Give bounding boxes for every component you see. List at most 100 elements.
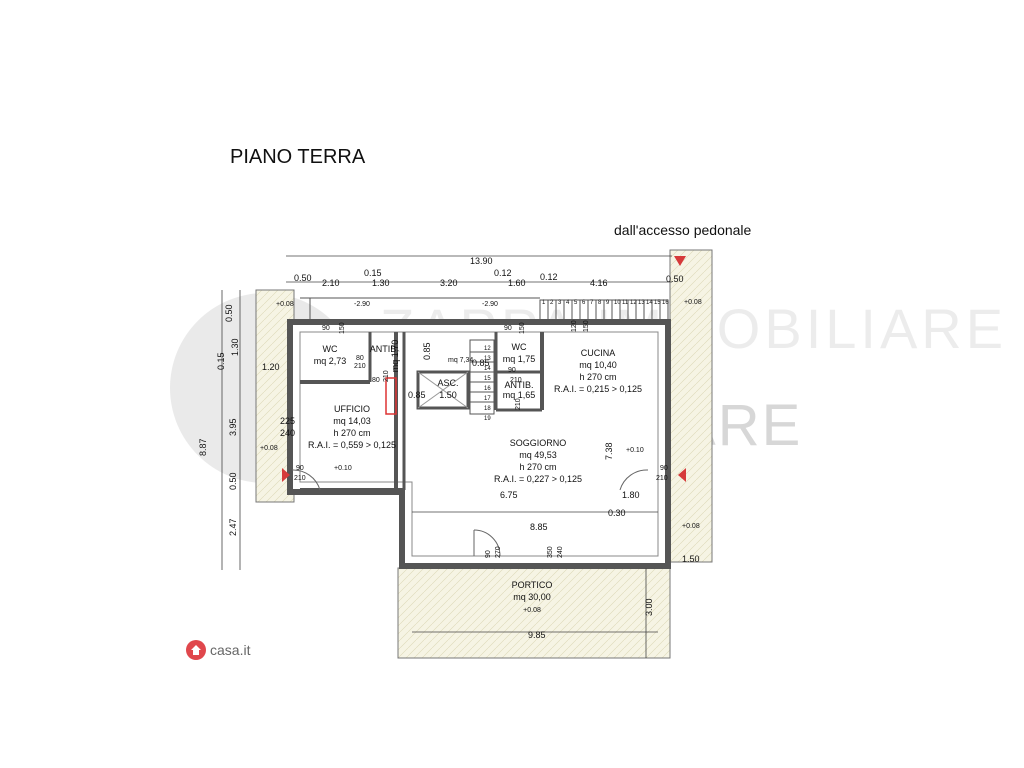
opening-11: 225 (280, 416, 295, 426)
room-ufficio-height: h 270 cm (333, 428, 370, 438)
stair-num: 19 (484, 416, 491, 422)
room-antib1-name: ANTIB (370, 344, 397, 354)
room-soggiorno-height: h 270 cm (519, 462, 556, 472)
room-antib2-name: ANTIB. (504, 380, 533, 390)
room-soggiorno-rai: R.A.I. = 0,227 > 0,125 (494, 474, 582, 484)
stair-num: 13 (484, 356, 491, 362)
room-soggiorno-area: mq 49,53 (519, 450, 557, 460)
level-5: +0.10 (334, 465, 352, 472)
dim-misc-0: 1.20 (262, 362, 280, 372)
casa-it-logo: casa.it (186, 640, 250, 660)
opening-4: 80 (356, 355, 364, 362)
room-cucina-area: mq 10,40 (579, 360, 617, 370)
dim-misc-7: 9.85 (528, 630, 546, 640)
room-ufficio-area: mq 14,03 (333, 416, 371, 426)
room-ufficio-rai: R.A.I. = 0,559 > 0,125 (308, 440, 396, 450)
dim-top-5: 0.12 (494, 268, 512, 278)
dim-misc-10: 0.85 (408, 390, 426, 400)
opening-3: 150 (519, 322, 526, 334)
access-label: dall'accesso pedonale (614, 222, 752, 238)
level-4: +0.08 (260, 445, 278, 452)
dim-misc-2: 8.85 (530, 522, 548, 532)
dim-left-2: 0.15 (216, 352, 226, 370)
dim-top-3: 1.30 (372, 278, 390, 288)
dim-left-0: 0.50 (224, 304, 234, 322)
stair-num: 11 (622, 300, 629, 306)
opening-20: 240 (557, 546, 564, 558)
opening-9: 90 (296, 465, 304, 472)
stair-num: 17 (484, 396, 491, 402)
stair-num: 16 (662, 300, 669, 306)
dim-misc-11: 0.85 (472, 358, 490, 368)
stair-num: 10 (614, 300, 621, 306)
room-asc-name: ASC. (437, 378, 458, 388)
opening-16: 210 (510, 377, 522, 384)
dim-left-6: 2.47 (228, 518, 238, 536)
stair-num: 12 (484, 346, 491, 352)
opening-19: 350 (547, 546, 554, 558)
dim-top-6: 1.60 (508, 278, 526, 288)
opening-7: 210 (383, 370, 390, 382)
room-portico-name: PORTICO (512, 580, 553, 590)
room-wc2-name: WC (512, 342, 527, 352)
dim-left-3: 3.95 (228, 418, 238, 436)
room-wc2-area: mq 1,75 (503, 354, 536, 364)
opening-12: 240 (280, 428, 295, 438)
door-swings (291, 469, 649, 557)
dimension-lines (221, 255, 672, 658)
opening-15: 90 (508, 367, 516, 374)
stair-num: 5 (574, 300, 578, 306)
opening-0: 90 (322, 325, 330, 332)
opening-13: 90 (660, 465, 668, 472)
level-0: +0.08 (276, 301, 294, 308)
opening-2: 90 (504, 325, 512, 332)
level-markers: +0.08 -2.90 -2.90 +0.08 +0.08 +0.10 +0.1… (260, 299, 702, 530)
room-cucina-height: h 270 cm (579, 372, 616, 382)
dim-top-2: 0.15 (364, 268, 382, 278)
dim-top-4: 3.20 (440, 278, 458, 288)
entry-arrow-right (678, 468, 686, 482)
dim-misc-6: 1.50 (682, 554, 700, 564)
dim-left-5: 0.50 (228, 472, 238, 490)
opening-labels: 90 150 90 150 80 210 80 210 210 90 210 2… (280, 320, 668, 558)
room-portico-level: +0.08 (523, 607, 541, 614)
stair-num: 15 (484, 376, 491, 382)
stair-num: 4 (566, 300, 570, 306)
stair-num: 1 (542, 300, 546, 306)
portico-area (397, 567, 671, 659)
room-cucina-rai: R.A.I. = 0,215 > 0,125 (554, 384, 642, 394)
level-1: -2.90 (354, 301, 370, 308)
room-portico-area: mq 30,00 (513, 592, 551, 602)
dim-misc-12: mq 7,34 (448, 357, 473, 364)
level-6: +0.10 (626, 447, 644, 454)
stair-num: 12 (630, 300, 637, 306)
dim-top-7: 0.12 (540, 272, 558, 282)
dim-left-1: 1.30 (230, 338, 240, 356)
opening-5: 210 (354, 363, 366, 370)
stair-num: 8 (598, 300, 602, 306)
stair-num: 7 (590, 300, 594, 306)
opening-10: 210 (294, 475, 306, 482)
stair-num: 14 (484, 366, 491, 372)
staircase (300, 297, 669, 415)
opening-21: 120 (571, 320, 578, 332)
elevator-cross (417, 371, 469, 409)
dim-misc-9: 0.85 (422, 342, 432, 360)
entry-arrow-top (674, 256, 686, 266)
dim-misc-4: 0.30 (608, 508, 626, 518)
stair-num: 14 (646, 300, 653, 306)
dim-top-8: 4.16 (590, 278, 608, 288)
house-icon (186, 640, 206, 660)
room-cucina-name: CUCINA (581, 348, 616, 358)
stair-num: 2 (550, 300, 554, 306)
opening-6: 80 (372, 377, 380, 384)
room-wc1-area: mq 2,73 (314, 356, 347, 366)
room-antib1-area: mq 1,70 (390, 340, 400, 373)
room-asc-area: 1.50 (439, 390, 457, 400)
dim-overall: 13.90 (470, 256, 493, 266)
interior-wall-line (299, 331, 659, 557)
room-soggiorno-name: SOGGIORNO (510, 438, 567, 448)
stair-num: 18 (484, 406, 491, 412)
dim-left-4: 8.87 (198, 438, 208, 456)
